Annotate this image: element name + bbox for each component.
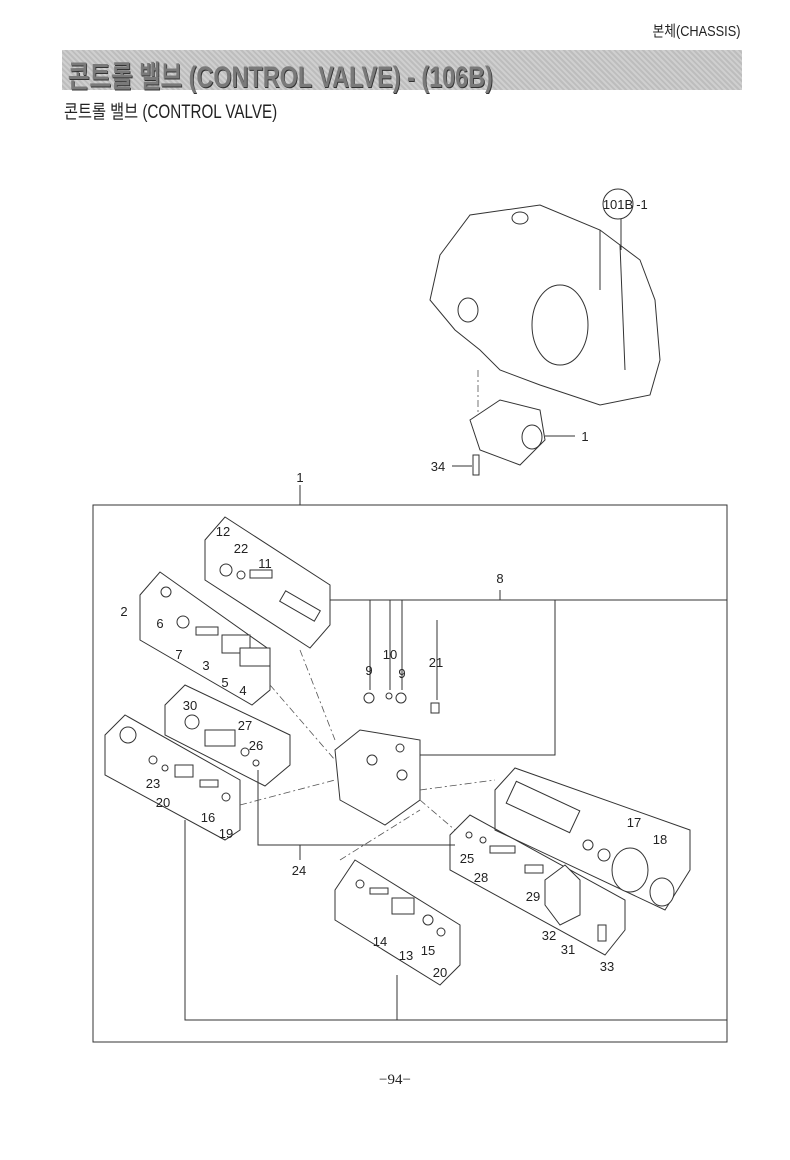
callout: 30 [183, 698, 197, 713]
callout: 11 [258, 556, 272, 571]
callout: 15 [421, 943, 435, 958]
callout: 14 [373, 934, 387, 949]
reference-circle [602, 188, 634, 220]
title-banner: 콘트롤 밸브 (CONTROL VALVE) - (106B) [62, 50, 742, 94]
callout: 10 [383, 647, 397, 662]
callout: 12 [216, 524, 230, 539]
callout: 34 [431, 459, 445, 474]
callout: 28 [474, 870, 488, 885]
callout: 29 [526, 889, 540, 904]
callout: 26 [249, 738, 263, 753]
part-callouts: 1 34 1 12 22 11 8 2 6 7 3 5 4 9 10 9 21 … [120, 429, 667, 980]
callout: 33 [600, 959, 614, 974]
callout: 16 [201, 810, 215, 825]
callout: 1 [581, 429, 588, 444]
control-valve-body [334, 729, 421, 826]
callout: 5 [221, 675, 228, 690]
callout: 21 [429, 655, 443, 670]
callout: 20 [433, 965, 447, 980]
callout: 6 [156, 616, 163, 631]
valve-assembly-small [469, 399, 546, 466]
callout: 20 [156, 795, 170, 810]
callout: 18 [653, 832, 667, 847]
callout: 13 [399, 948, 413, 963]
transmission-housing [429, 204, 661, 406]
assembly-frame [92, 504, 728, 1043]
callout: 32 [542, 928, 556, 943]
callout: 24 [292, 863, 306, 878]
callout: 23 [146, 776, 160, 791]
diagram-subtitle: 콘트롤 밸브 (CONTROL VALVE) [64, 102, 278, 123]
callout: 3 [202, 658, 209, 673]
page-title: 콘트롤 밸브 (CONTROL VALVE) - (106B) [68, 61, 493, 94]
callout: 31 [561, 942, 575, 957]
callout: 9 [398, 666, 405, 681]
small-parts [119, 563, 675, 942]
callout: 7 [175, 647, 182, 662]
callout: 9 [365, 663, 372, 678]
callout: 1 [296, 470, 303, 485]
page-number: −94− [379, 1072, 411, 1088]
callout: 2 [120, 604, 127, 619]
reference-label: 101B [603, 197, 633, 212]
callout: 19 [219, 826, 233, 841]
callout: 17 [627, 815, 641, 830]
callout: 4 [239, 683, 246, 698]
callout: 22 [234, 541, 248, 556]
callout: 8 [496, 571, 503, 586]
callout: 25 [460, 851, 474, 866]
reference-suffix: -1 [636, 197, 648, 212]
callout: 27 [238, 718, 252, 733]
section-label: 본체(CHASSIS) [652, 23, 740, 40]
